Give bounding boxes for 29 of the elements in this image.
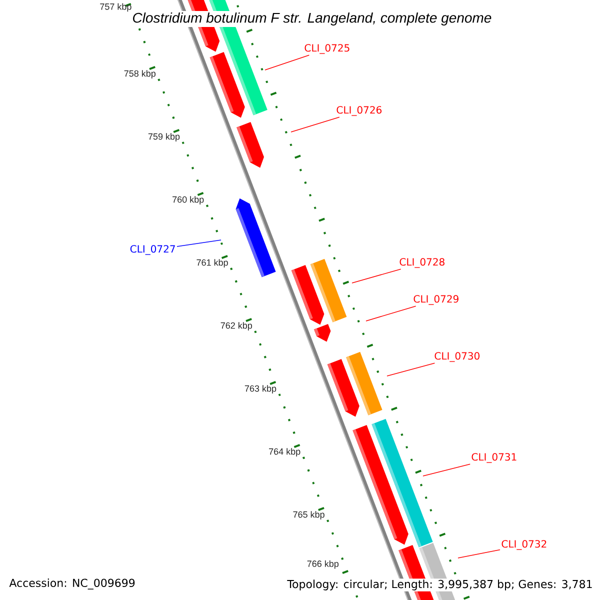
leader-line <box>422 464 470 476</box>
scale-label: 760 kbp <box>172 196 204 204</box>
leader-line <box>264 54 310 70</box>
gene-label: CLI_0728 <box>400 258 444 268</box>
accession-text: Accession: NC_009699 <box>7 576 138 592</box>
scale-label: 759 kbp <box>148 133 180 142</box>
scale-label: 761 kbp <box>196 259 228 268</box>
gene-label: CLI_0729 <box>414 295 458 305</box>
title: Clostridium botulinum F str. Langeland, complete genome <box>130 10 494 28</box>
leader-line <box>366 306 416 322</box>
scale-label: 765 kbp <box>293 511 324 520</box>
scale-label: 762 kbp <box>220 322 252 330</box>
leader-line <box>458 549 500 558</box>
gene-label: CLI_0725 <box>304 44 350 54</box>
gene-label: CLI_0727 <box>130 245 175 255</box>
genome-info-text: Topology: circular; Length: 3,995,387 bp; Genes: 3,781 <box>286 578 594 592</box>
gene-label: CLI_0731 <box>472 453 516 463</box>
scale-label: 764 kbp <box>269 448 300 456</box>
leader-line <box>290 116 340 132</box>
scale-label: 766 kbp <box>307 560 338 569</box>
leader-line <box>386 362 436 376</box>
scale-label: 757 kbp <box>100 3 132 12</box>
scale-label: 758 kbp <box>124 70 156 78</box>
gene-label: CLI_0732 <box>502 540 546 550</box>
leader-line <box>176 240 222 247</box>
gene-label: CLI_0726 <box>336 106 382 116</box>
gene-label: CLI_0730 <box>434 352 480 362</box>
leader-line <box>352 268 402 284</box>
scale-label: 763 kbp <box>244 385 276 394</box>
